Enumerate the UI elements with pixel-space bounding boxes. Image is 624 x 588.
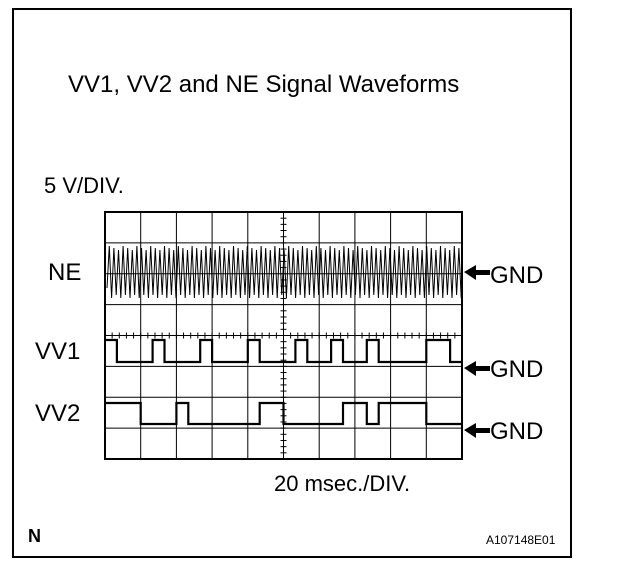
corner-letter: N [28, 526, 41, 546]
vv1-ground-label: GND [490, 356, 544, 383]
ne-ground-arrow [464, 265, 490, 280]
vv1-channel-label: VV1 [35, 338, 81, 365]
vv2-ground-label: GND [490, 418, 544, 445]
vv1-ground-arrow-icon [464, 361, 490, 376]
vv2-ground-arrow-icon [464, 423, 490, 438]
figure-title: VV1, VV2 and NE Signal Waveforms [68, 71, 460, 98]
vv2-channel-label: VV2 [35, 400, 81, 427]
vv2-ground-arrow [464, 423, 490, 438]
ne-waveform [106, 245, 462, 299]
vv2-waveform [105, 401, 462, 426]
vv1-waveform [105, 338, 462, 364]
ne-channel-label: NE [48, 259, 82, 286]
volts-per-division-label: 5 V/DIV. [44, 173, 124, 198]
time-per-division-label: 20 msec./DIV. [274, 471, 411, 496]
ne-ground-arrow-icon [464, 265, 490, 280]
vv1-ground-arrow [464, 361, 490, 376]
figure-code: A107148E01 [486, 533, 556, 547]
ne-ground-label: GND [490, 262, 544, 289]
